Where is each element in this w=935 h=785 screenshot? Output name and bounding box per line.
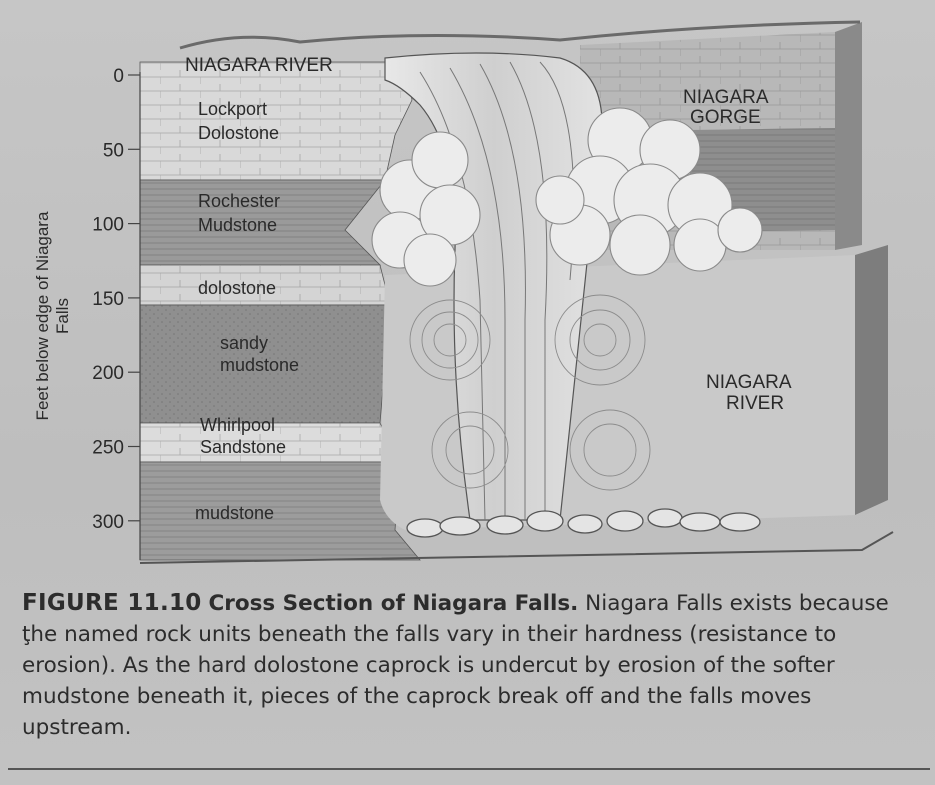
- gorge-label-line1: NIAGARA: [683, 87, 769, 108]
- rock-layer-label: mudstone: [220, 355, 299, 375]
- figure-caption: FIGURE 11.10 Cross Section of Niagara Fa…: [22, 588, 922, 743]
- rock-layer-label: dolostone: [198, 278, 276, 298]
- bottom-rule: [8, 768, 930, 770]
- rock-layer-label: Dolostone: [198, 123, 279, 143]
- river-top-label: NIAGARA RIVER: [185, 55, 333, 76]
- rock-layer-label: sandy: [220, 333, 268, 353]
- y-tick-label: 50: [103, 140, 124, 161]
- rock-layer-label: Mudstone: [198, 215, 277, 235]
- y-tick-label: 0: [113, 66, 124, 87]
- river-bottom-label-line2: RIVER: [726, 393, 784, 414]
- y-axis-ticks: 0 50 100 150 200 250 300: [92, 66, 140, 533]
- rock-layer-label: Sandstone: [200, 437, 286, 457]
- gorge-label-line2: GORGE: [690, 107, 761, 128]
- y-axis-title: Feet below edge of Niagara Falls: [33, 201, 73, 431]
- rock-layer-label: Rochester: [198, 191, 280, 211]
- rock-layer-texture-1: [140, 62, 412, 180]
- niagara-cross-section-diagram: LockportDolostoneRochesterMudstone dolost…: [0, 0, 935, 585]
- river-bottom-label-line1: NIAGARA: [706, 372, 792, 393]
- y-tick-label: 100: [92, 215, 124, 236]
- figure-number: FIGURE 11.10: [22, 590, 202, 616]
- y-tick-label: 300: [92, 512, 124, 533]
- rock-layer-label: Whirlpool: [200, 415, 275, 435]
- y-tick-label: 250: [92, 438, 124, 459]
- rock-layer-label: Lockport: [198, 99, 267, 119]
- figure-title: Cross Section of Niagara Falls.: [208, 591, 578, 616]
- y-tick-label: 200: [92, 363, 124, 384]
- y-tick-label: 150: [92, 289, 124, 310]
